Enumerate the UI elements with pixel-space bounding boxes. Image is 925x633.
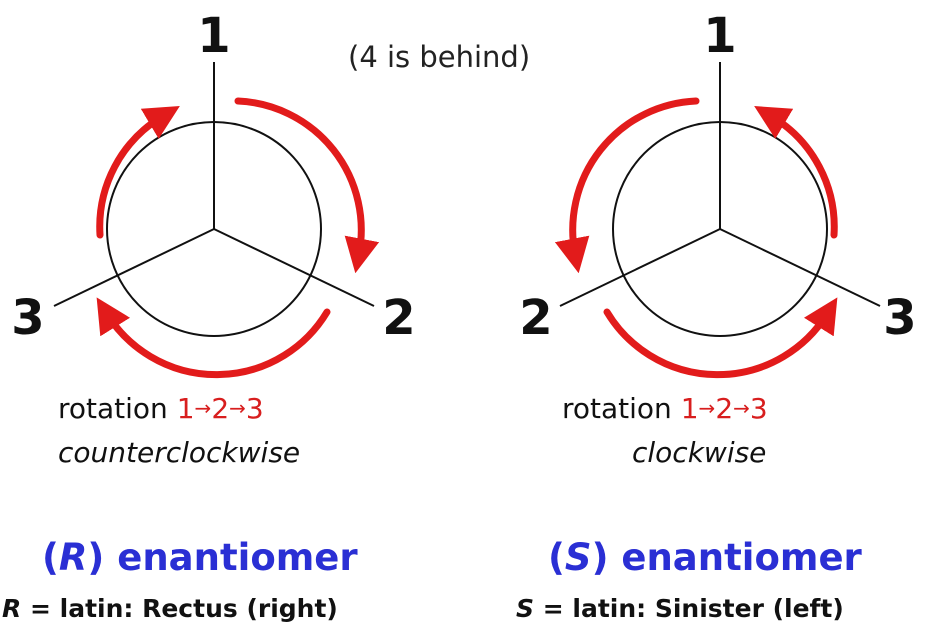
left-latin-caption: R = latin: Rectus (right) [2,594,338,623]
right-latin-text: = latin: Sinister (left) [542,594,844,623]
left-seq-arrow-1: → [194,396,212,420]
left-arrow-1-to-2 [234,97,380,274]
left-seq-1: 1 [176,392,195,425]
left-rotation-caption: rotation 1→2→3 [58,392,264,425]
left-rotation-word: rotation [58,392,168,425]
left-direction: counterclockwise [58,436,301,469]
right-rotation-word: rotation [562,392,672,425]
left-arrow-2-to-3 [96,297,331,379]
right-projection: 1 3 2 [519,8,917,379]
right-label-right: 3 [883,290,916,346]
left-projection: 1 2 3 [11,8,416,379]
left-label-left: 3 [11,290,44,346]
right-seq-arrow-1: → [698,396,716,420]
left-seq-arrow-2: → [229,396,246,420]
left-label-right: 2 [382,290,415,346]
right-arrow-3-to-1 [754,106,838,239]
right-arrow-2-to-3 [603,297,838,379]
right-seq-arrow-2: → [733,396,750,420]
left-enantiomer-word: enantiomer [117,536,358,579]
right-label-top: 1 [703,8,736,64]
left-label-top: 1 [197,8,230,64]
right-seq-1: 1 [680,392,699,425]
left-seq-2: 2 [211,392,230,425]
left-bond-3 [53,228,215,307]
right-latin-caption: S = latin: Sinister (left) [516,594,844,623]
note-fourth-behind: (4 is behind) [348,40,531,74]
right-direction: clockwise [632,436,767,469]
right-seq-3: 3 [749,392,768,425]
left-enantiomer-title: (R) enantiomer [42,536,358,579]
right-rotation-sequence: 1→2→3 [681,392,768,425]
left-bond-2 [213,228,375,307]
right-enantiomer-word: enantiomer [621,536,862,579]
right-latin-letter: S [516,594,535,623]
right-label-left: 2 [519,290,552,346]
left-enantiomer-letter: R [58,536,88,579]
left-latin-letter: R [2,594,22,623]
right-seq-2: 2 [715,392,734,425]
left-arrow-3-to-1 [96,106,180,239]
right-bond-2 [719,228,881,307]
right-enantiomer-letter: S [564,536,592,579]
right-enantiomer-title: (S) enantiomer [548,536,862,579]
right-rotation-caption: rotation 1→2→3 [562,392,768,425]
right-bond-3 [559,228,721,307]
right-arrow-1-to-2 [554,97,700,274]
left-rotation-sequence: 1→2→3 [177,392,264,425]
left-latin-text: = latin: Rectus (right) [29,594,338,623]
left-seq-3: 3 [245,392,264,425]
